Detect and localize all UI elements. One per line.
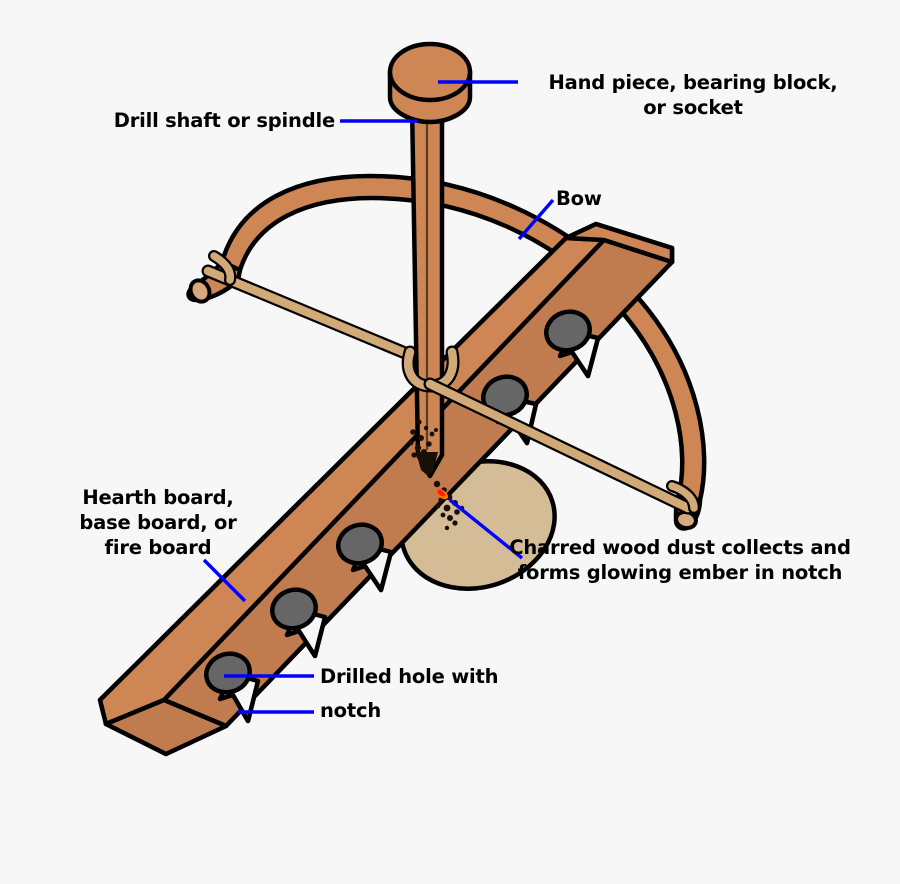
label-spindle: Drill shaft or spindle <box>113 109 335 132</box>
hearth-board-overlap <box>97 221 675 757</box>
leader-bow <box>517 198 555 241</box>
label-hand-piece: Hand piece, bearing block, or socket <box>548 71 838 119</box>
label-drilled-hole: Drilled hole with <box>320 665 499 688</box>
leader-lines <box>202 80 555 714</box>
label-charred-dust: Charred wood dust collects and forms glo… <box>509 536 851 584</box>
label-hearth-board: Hearth board, base board, or fire board <box>79 486 237 559</box>
bowstring <box>201 250 700 515</box>
label-notch: notch <box>320 699 382 722</box>
ember <box>435 488 449 500</box>
hand-piece <box>387 41 473 125</box>
leader-hearth <box>202 558 247 603</box>
label-bow: Bow <box>556 187 602 210</box>
spindle <box>409 102 445 479</box>
leader-charred <box>448 498 524 560</box>
charred-dust <box>408 419 465 531</box>
